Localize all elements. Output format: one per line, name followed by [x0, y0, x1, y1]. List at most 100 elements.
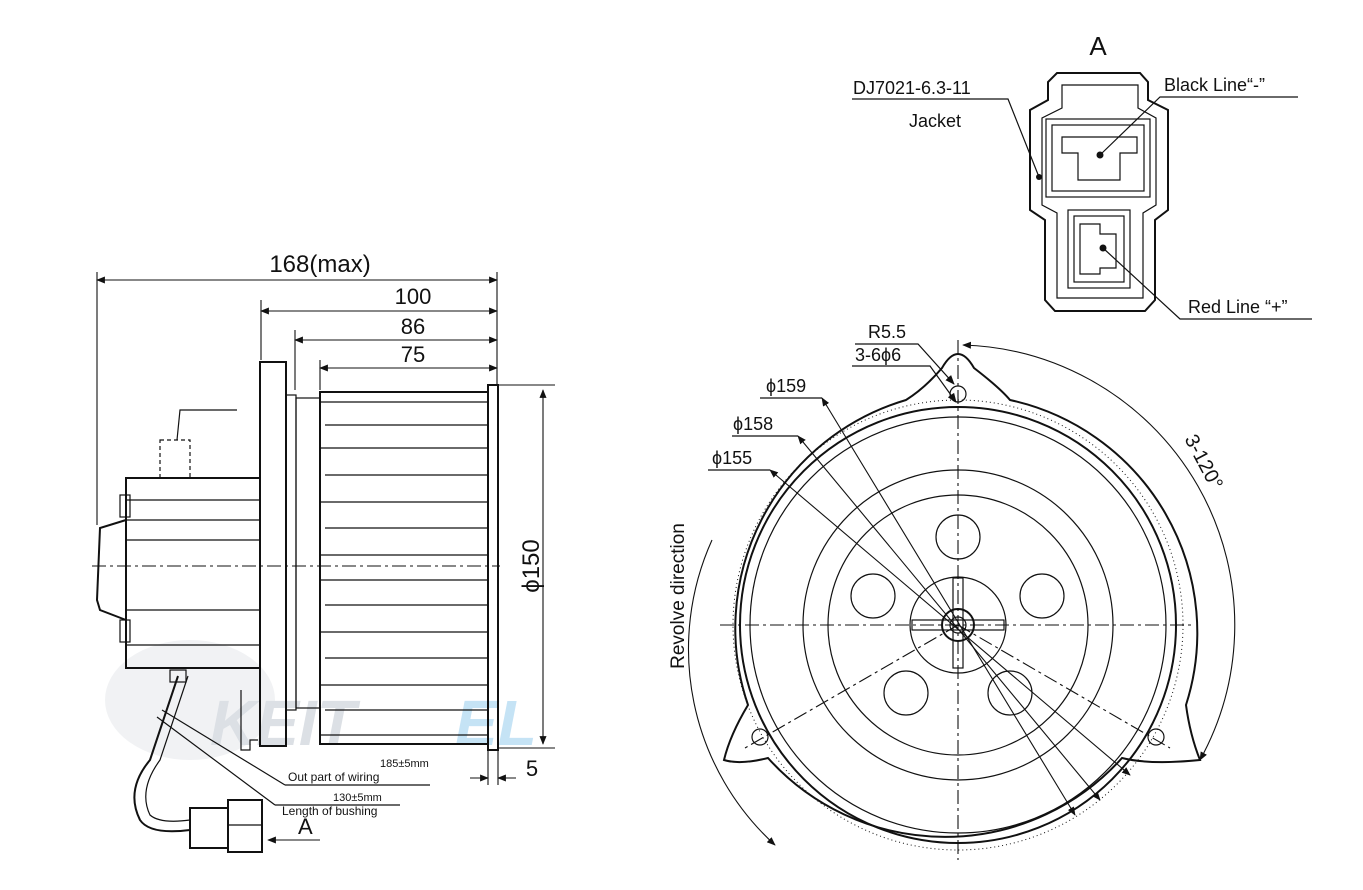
- fan-blade-inner: [1055, 492, 1119, 503]
- d155-label: ϕ155: [712, 448, 752, 468]
- fan-blade: [992, 439, 1047, 472]
- fan-blade-inner: [756, 579, 802, 627]
- revolve-label: Revolve direction: [668, 523, 689, 669]
- fan-blade: [869, 778, 924, 811]
- front-view: ϕ159 ϕ158 ϕ155 R5.5 3-6ϕ6 3-120° Revolve…: [668, 322, 1236, 860]
- fan-blade-inner: [968, 427, 1019, 469]
- fan-blade-inner: [1035, 472, 1099, 490]
- fan-blade-inner: [957, 777, 995, 832]
- fan-blade-inner: [835, 454, 844, 519]
- jacket-leader: [852, 98, 1040, 178]
- view-a-marker: A: [298, 814, 313, 839]
- fan-blade-inner: [921, 418, 959, 473]
- fan-blade: [927, 782, 971, 829]
- fan-blade: [1115, 624, 1159, 671]
- wire-out-label: Out part of wiring: [288, 770, 379, 784]
- fan-blade: [1015, 454, 1074, 479]
- radius-leader: [855, 343, 955, 385]
- fan-blade-inner: [766, 699, 829, 717]
- fan-blade-inner: [1107, 577, 1164, 611]
- fan-blade-inner: [1099, 555, 1159, 580]
- fan-blade-inner: [897, 781, 948, 823]
- motor-endcap: [95, 519, 127, 621]
- part-code-label: DJ7021-6.3-11: [853, 78, 971, 98]
- fan-blade: [1113, 600, 1164, 640]
- fan-blade-inner: [1114, 623, 1160, 671]
- fan-blade-inner: [1087, 533, 1150, 551]
- fan-blade-inner: [1112, 600, 1164, 641]
- fan-blade: [1113, 647, 1150, 700]
- fan-blade: [897, 782, 947, 822]
- bushing-value: 130±5mm: [333, 792, 382, 804]
- fan-blade-inner: [1112, 647, 1151, 701]
- d158-line: [797, 435, 1101, 801]
- fan-blade: [757, 670, 817, 695]
- red-terminal: [1079, 223, 1117, 275]
- wire-out-value: 185±5mm: [380, 758, 429, 770]
- hub-hole-bottom-left: [883, 670, 929, 716]
- fan-blade: [766, 550, 803, 603]
- wire-harness: [133, 675, 191, 833]
- fan-blade: [1108, 577, 1163, 610]
- screw-bottom: [119, 619, 131, 643]
- mount-hole-left: [751, 728, 769, 746]
- fan-blade: [969, 428, 1019, 468]
- fan-blade: [1099, 555, 1159, 580]
- connector-plug-1: [189, 807, 229, 849]
- fan-blade-inner: [1014, 453, 1074, 480]
- connector-plug-2: [227, 799, 263, 853]
- wheel-end-plate: [487, 384, 499, 751]
- d159-label: ϕ159: [766, 376, 806, 396]
- fan-blade-inner: [1072, 731, 1081, 796]
- red-line-label: Red Line “+”: [1188, 297, 1288, 317]
- dim-flange-label: 100: [395, 284, 432, 309]
- fan-blade: [842, 771, 901, 796]
- dim-wheel-outer-label: 86: [401, 314, 425, 339]
- dim-thickness-label: 5: [526, 756, 538, 781]
- connector-jacket-outer: [1029, 72, 1169, 312]
- black-terminal-housing: [1045, 118, 1151, 198]
- holes-leader: [852, 365, 957, 403]
- fan-blade-inner: [797, 747, 861, 758]
- wire-out-leader: [161, 709, 286, 786]
- fan-blade-inner: [991, 438, 1048, 473]
- fan-blade-inner: [1099, 692, 1121, 754]
- fan-blade-inner: [1072, 512, 1137, 523]
- fan-blade-inner: [868, 777, 925, 812]
- d158-label: ϕ158: [733, 414, 773, 434]
- wheel-blades-side: [320, 401, 488, 736]
- fan-blade-inner: [779, 727, 844, 738]
- fan-blade-inner: [757, 670, 817, 695]
- fan-blade-inner: [765, 549, 804, 603]
- fan-blade: [757, 579, 801, 626]
- fan-blade: [945, 421, 989, 468]
- connector-view-title: A: [1089, 31, 1107, 61]
- screw-top: [119, 494, 131, 518]
- fan-blade-inner: [877, 428, 898, 490]
- holes-label: 3-6ϕ6: [855, 345, 901, 365]
- dim-wheel-label: 75: [401, 342, 425, 367]
- black-terminal: [1061, 136, 1138, 181]
- fan-blade: [753, 640, 808, 673]
- motor-body: [125, 477, 261, 669]
- black-line-label: Black Line“-”: [1164, 75, 1265, 95]
- angle-label: 3-120°: [1180, 431, 1227, 494]
- side-view: 168(max) 100 86 75: [92, 251, 555, 853]
- hub-hole-right: [1019, 573, 1065, 619]
- fan-blade: [922, 419, 958, 472]
- dim-overall-label: 168(max): [269, 251, 370, 278]
- hub-hole-left: [850, 573, 896, 619]
- fan-blade-inner: [752, 639, 809, 673]
- angle-arc: [962, 341, 1236, 761]
- fan-blade-inner: [815, 474, 829, 538]
- bushing-leader: [156, 716, 276, 806]
- fan-blade-inner: [752, 609, 804, 650]
- blower-housing-outline: [722, 353, 1202, 838]
- fan-blade-inner: [817, 760, 881, 778]
- bushing-label: Length of bushing: [282, 804, 377, 818]
- red-terminal-housing: [1067, 209, 1131, 289]
- black-line-leader: [1099, 96, 1298, 156]
- fan-blade-inner: [1018, 760, 1039, 822]
- connector-view: A DJ7021-6.3-11 Jacket Black Line“-” Red…: [852, 31, 1312, 320]
